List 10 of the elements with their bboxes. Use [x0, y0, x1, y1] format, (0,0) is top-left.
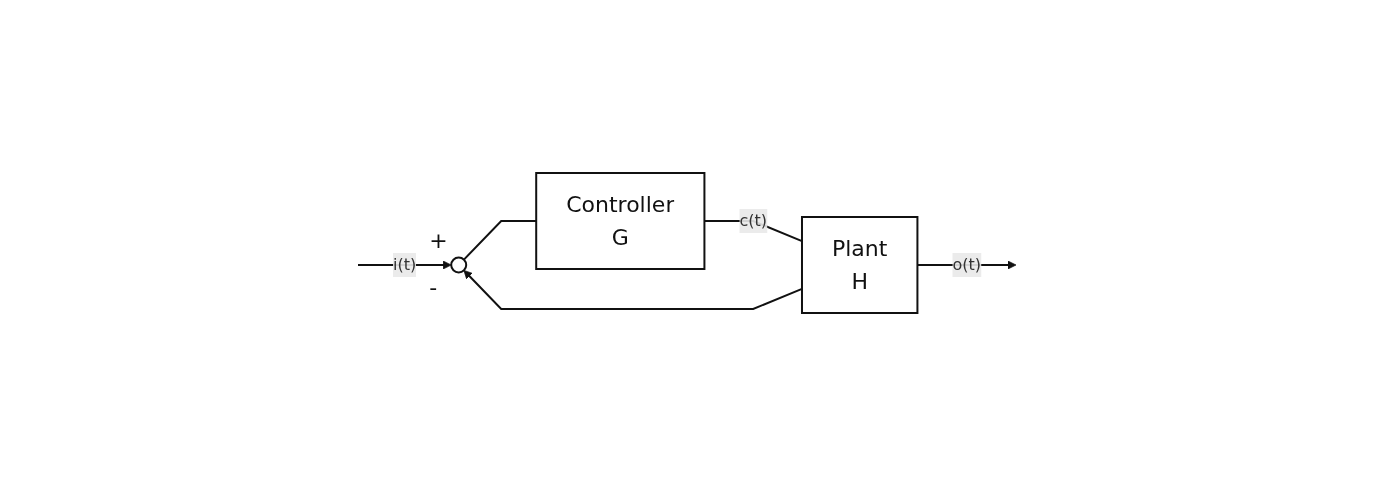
- node-box: Controller G: [535, 172, 706, 270]
- edge-label: i(t): [393, 255, 417, 274]
- arrow: [357, 260, 452, 270]
- node-circle: [450, 256, 468, 274]
- sign-label: -: [429, 274, 438, 300]
- arrow: [463, 270, 803, 310]
- edge-label: o(t): [952, 255, 981, 274]
- node-box: Plant H: [801, 216, 919, 314]
- sign-label: +: [429, 227, 448, 253]
- edge-label: c(t): [739, 211, 767, 230]
